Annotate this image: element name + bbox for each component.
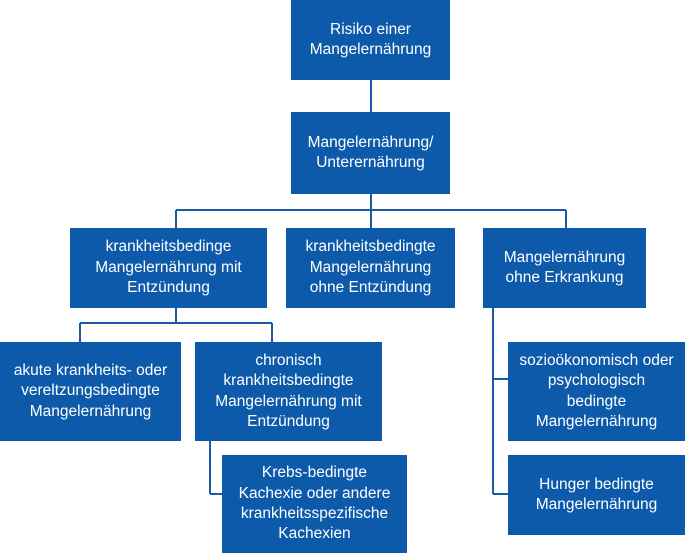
- node-disease-with-inflammation: krankheitsbedinge Mangelernährung mit En…: [70, 228, 267, 308]
- node-chronic-without-inflammation: krankheitsbedingte Mangelernährung ohne …: [286, 228, 455, 308]
- node-cachexia: Krebs-bedingte Kachexie oder andere kran…: [222, 455, 407, 553]
- node-chronic-with-inflammation: chronisch krankheitsbedingte Mangelernäh…: [195, 342, 382, 441]
- node-acute: akute krankheits- oder vereltzungsbeding…: [0, 342, 181, 441]
- node-without-disease: Mangelernährung ohne Erkrankung: [483, 228, 646, 308]
- node-socioeconomic: sozioökonomisch oder psychologisch bedin…: [508, 342, 685, 441]
- node-hunger: Hunger bedingte Mangelernährung: [508, 455, 685, 535]
- node-malnutrition: Mangelernährung/ Unterernährung: [291, 112, 450, 194]
- node-root: Risiko einer Mangelernährung: [291, 0, 450, 80]
